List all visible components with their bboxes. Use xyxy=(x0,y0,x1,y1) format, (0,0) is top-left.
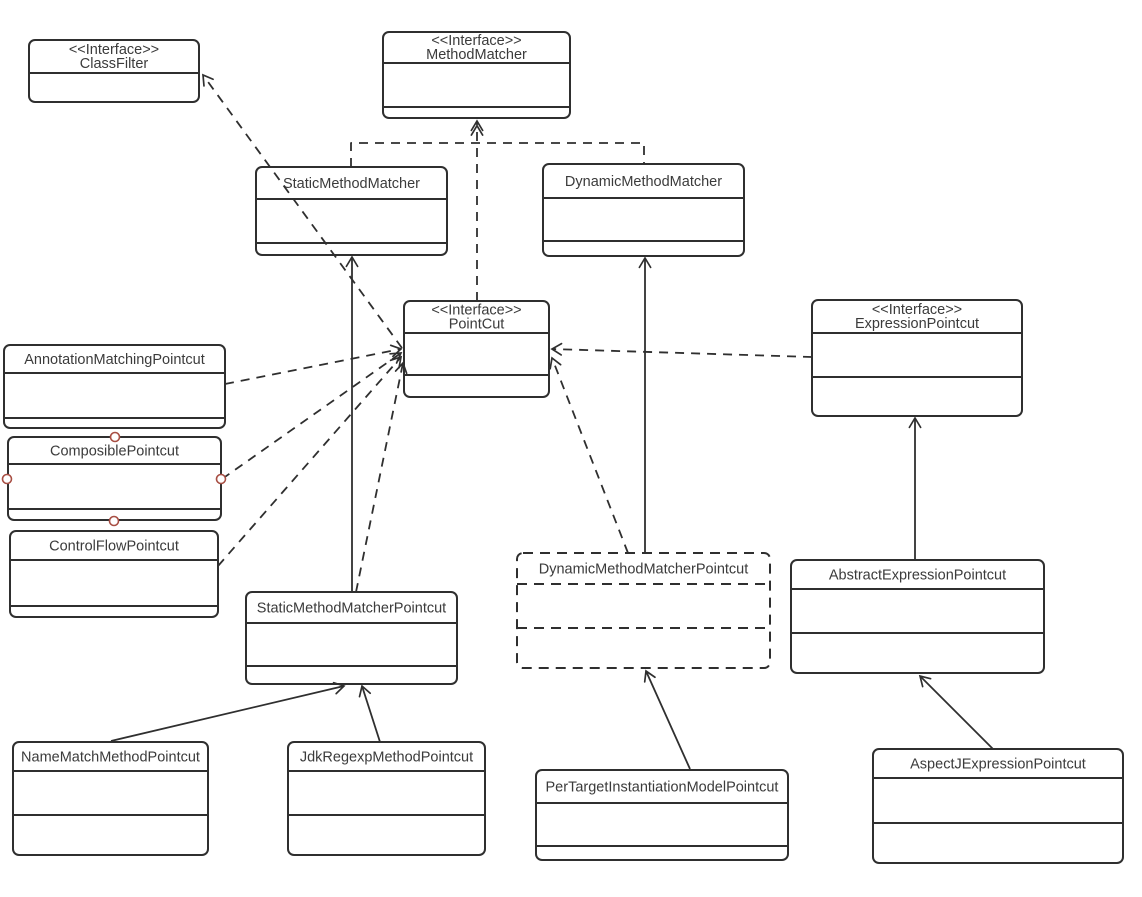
connections-layer xyxy=(110,73,994,770)
class-node-ControlFlowPointcut[interactable]: ControlFlowPointcut xyxy=(9,530,219,618)
connection-jdkregexp-to-staticmmpointcut xyxy=(358,684,381,743)
class-stereotype-MethodMatcher: <<Interface>> xyxy=(431,33,521,49)
connection-dynamicmmpointcut-to-pointcut xyxy=(549,356,629,554)
class-box-ExpressionPointcut[interactable] xyxy=(811,299,1023,417)
connection-annotationmatching-to-pointcut xyxy=(224,344,403,385)
class-box-PerTargetInstantiationModelPointcut[interactable] xyxy=(535,769,789,861)
class-name-DynamicMethodMatcher: DynamicMethodMatcher xyxy=(565,174,722,190)
class-name-StaticMethodMatcher: StaticMethodMatcher xyxy=(283,176,420,192)
selection-handle-ComposiblePointcut[interactable] xyxy=(215,473,227,485)
class-box-MethodMatcher[interactable] xyxy=(382,31,571,119)
class-node-AbstractExpressionPointcut[interactable]: AbstractExpressionPointcut xyxy=(790,559,1045,674)
class-boxes-layer: <<Interface>>ClassFilter<<Interface>>Met… xyxy=(3,31,1124,864)
class-name-AbstractExpressionPointcut: AbstractExpressionPointcut xyxy=(829,568,1006,584)
class-node-DynamicMethodMatcher[interactable]: DynamicMethodMatcher xyxy=(542,163,745,257)
class-name-MethodMatcher: MethodMatcher xyxy=(426,47,527,63)
connection-namematch-to-staticmmpointcut xyxy=(110,681,346,742)
class-name-PerTargetInstantiationModelPointcut: PerTargetInstantiationModelPointcut xyxy=(546,780,779,796)
class-node-MethodMatcher[interactable]: <<Interface>>MethodMatcher xyxy=(382,31,571,119)
class-box-ControlFlowPointcut[interactable] xyxy=(9,530,219,618)
class-node-PointCut[interactable]: <<Interface>>PointCut xyxy=(403,300,550,398)
class-stereotype-ExpressionPointcut: <<Interface>> xyxy=(872,302,962,318)
class-node-AspectJExpressionPointcut[interactable]: AspectJExpressionPointcut xyxy=(872,748,1124,864)
class-name-AspectJExpressionPointcut: AspectJExpressionPointcut xyxy=(910,757,1086,773)
connection-staticmmpointcut-to-pointcut xyxy=(355,361,408,593)
class-name-JdkRegexpMethodPointcut: JdkRegexpMethodPointcut xyxy=(300,750,473,766)
class-node-ClassFilter[interactable]: <<Interface>>ClassFilter xyxy=(28,39,200,103)
class-name-ExpressionPointcut: ExpressionPointcut xyxy=(855,316,979,332)
class-node-ComposiblePointcut[interactable]: ComposiblePointcut xyxy=(7,436,222,521)
selection-handle-ComposiblePointcut[interactable] xyxy=(1,473,13,485)
class-name-AnnotationMatchingPointcut: AnnotationMatchingPointcut xyxy=(24,352,205,368)
class-box-DynamicMethodMatcherPointcut[interactable] xyxy=(516,552,771,669)
class-name-ComposiblePointcut: ComposiblePointcut xyxy=(50,444,179,460)
class-node-PerTargetInstantiationModelPointcut[interactable]: PerTargetInstantiationModelPointcut xyxy=(535,769,789,861)
class-name-ControlFlowPointcut: ControlFlowPointcut xyxy=(49,539,179,555)
connection-matchers-to-methodmatcher-connector xyxy=(350,142,645,167)
connection-composible-to-pointcut xyxy=(221,352,403,480)
class-name-DynamicMethodMatcherPointcut: DynamicMethodMatcherPointcut xyxy=(539,562,749,578)
class-name-NameMatchMethodPointcut: NameMatchMethodPointcut xyxy=(21,750,200,766)
connection-expressionpointcut-to-pointcut xyxy=(550,342,813,358)
class-node-NameMatchMethodPointcut[interactable]: NameMatchMethodPointcut xyxy=(12,741,209,856)
selection-handle-ComposiblePointcut[interactable] xyxy=(108,515,120,527)
class-name-ClassFilter: ClassFilter xyxy=(80,56,149,72)
class-node-StaticMethodMatcherPointcut[interactable]: StaticMethodMatcherPointcut xyxy=(245,591,458,685)
class-name-StaticMethodMatcherPointcut: StaticMethodMatcherPointcut xyxy=(257,601,446,617)
class-node-StaticMethodMatcher[interactable]: StaticMethodMatcher xyxy=(255,166,448,256)
connection-controlflow-to-pointcut xyxy=(217,355,403,567)
class-box-AnnotationMatchingPointcut[interactable] xyxy=(3,344,226,429)
class-node-AnnotationMatchingPointcut[interactable]: AnnotationMatchingPointcut xyxy=(3,344,226,429)
class-node-DynamicMethodMatcherPointcut[interactable]: DynamicMethodMatcherPointcut xyxy=(516,552,771,669)
class-stereotype-ClassFilter: <<Interface>> xyxy=(69,42,159,58)
class-name-PointCut: PointCut xyxy=(449,317,505,333)
class-node-JdkRegexpMethodPointcut[interactable]: JdkRegexpMethodPointcut xyxy=(287,741,486,856)
selection-handle-ComposiblePointcut[interactable] xyxy=(109,431,121,443)
connection-pertarget-to-dynamicmmpointcut xyxy=(643,669,691,770)
connection-pointcut-to-classfilter xyxy=(202,73,403,349)
class-stereotype-PointCut: <<Interface>> xyxy=(431,303,521,319)
class-box-ClassFilter[interactable] xyxy=(28,39,200,103)
class-node-ExpressionPointcut[interactable]: <<Interface>>ExpressionPointcut xyxy=(811,299,1023,417)
selection-handles-layer xyxy=(1,431,227,527)
connection-aspectj-to-abstractexpression xyxy=(918,674,994,750)
